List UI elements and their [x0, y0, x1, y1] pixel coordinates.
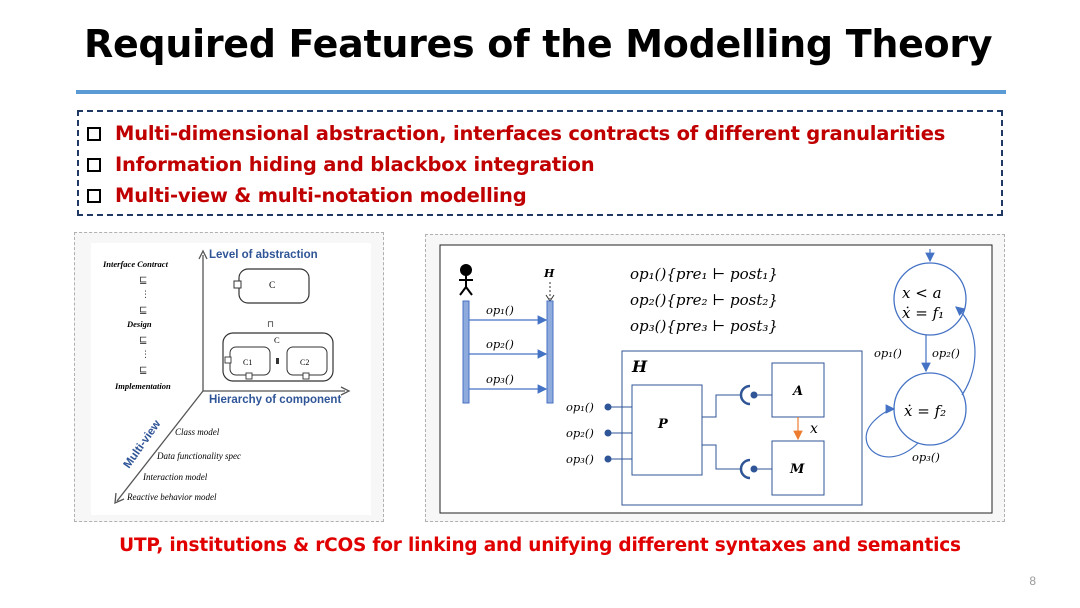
- transition-op3-self-loop: [865, 404, 919, 458]
- component-p-box: [631, 384, 703, 476]
- view-interaction-label: Interaction model: [142, 472, 208, 482]
- feature-item: Multi-dimensional abstraction, interface…: [87, 118, 1001, 149]
- feature-item: Information hiding and blackbox integrat…: [87, 149, 1001, 180]
- view-axis: [116, 390, 204, 502]
- refinement-symbol-icon: ⊑: [139, 365, 147, 376]
- transition-op1-label: op₁(): [874, 346, 902, 360]
- component-m-box: [771, 440, 825, 496]
- interface-port-icon: [224, 356, 232, 364]
- level-interface-label: Interface Contract: [102, 259, 169, 269]
- refinement-symbol-icon: ⊓: [267, 320, 274, 330]
- state-1-flow: ẋ = f₁: [902, 304, 944, 322]
- abstraction-diagram: Level of abstraction Hierarchy of compon…: [91, 243, 371, 515]
- refinement-symbol-icon: ⊑: [139, 275, 147, 286]
- slide-title: Required Features of the Modelling Theor…: [84, 22, 993, 66]
- connector-p-a: [702, 394, 742, 418]
- features-box: Multi-dimensional abstraction, interface…: [77, 110, 1003, 216]
- port-op1-icon: [604, 403, 612, 411]
- level-design-label: Design: [126, 319, 152, 329]
- port-op3-icon: [604, 455, 612, 463]
- interface-port-icon: [245, 372, 253, 380]
- component-axis-arrow-icon: [340, 386, 351, 396]
- component-axis-label: Hierarchy of component: [209, 394, 341, 406]
- component-a-box: [771, 362, 825, 418]
- footer-statement: UTP, institutions & rCOS for linking and…: [119, 535, 961, 556]
- component-c-label: C: [269, 281, 275, 291]
- component-c2-label: C2: [300, 358, 309, 367]
- component-c-composite-label: C: [274, 335, 280, 345]
- connector-icon: [276, 358, 279, 364]
- required-interface-icon: [739, 458, 751, 480]
- actor-lifeline-bar: [462, 300, 470, 404]
- abstraction-axis-label: Level of abstraction: [209, 249, 318, 261]
- feature-text: Multi-view & multi-notation modelling: [115, 184, 527, 207]
- transition-op2-label: op₂(): [932, 346, 960, 360]
- message-op3-label: op₃(): [486, 372, 514, 386]
- feature-text: Information hiding and blackbox integrat…: [115, 153, 595, 176]
- view-reactive-label: Reactive behavior model: [126, 492, 217, 502]
- component-p-label: P: [657, 417, 669, 432]
- ellipsis-icon: ⋮: [141, 350, 150, 360]
- level-implementation-label: Implementation: [114, 381, 171, 391]
- view-class-label: Class model: [175, 427, 220, 437]
- port-op3-label: op₃(): [566, 452, 594, 466]
- required-interface-icon: [739, 384, 751, 406]
- provided-interface-icon: [750, 465, 758, 473]
- contract-op1: op₁(){pre₁ ⊢ post₁}: [630, 265, 778, 283]
- provided-interface-icon: [750, 391, 758, 399]
- transition-op3-label: op₃(): [912, 450, 940, 464]
- checkbox-bullet-icon: [87, 157, 101, 172]
- refinement-symbol-icon: ⊑: [139, 335, 147, 346]
- ellipsis-icon: ⋮: [141, 290, 150, 300]
- feature-text: Multi-dimensional abstraction, interface…: [115, 122, 946, 145]
- abstraction-axis-arrow-icon: [198, 249, 208, 260]
- refinement-symbol-icon: ⊑: [139, 305, 147, 316]
- interface-port-icon: [233, 280, 242, 289]
- title-underline: [76, 90, 1006, 94]
- port-op2-label: op₂(): [566, 426, 594, 440]
- transition-op2-arrow: [955, 306, 976, 396]
- multiview-diagram: H op₁() op₂() op₃() op₁(){pre₁ ⊢ post₁} …: [439, 244, 993, 514]
- contract-op2: op₂(){pre₂ ⊢ post₂}: [630, 291, 778, 309]
- state-1-guard: x < a: [902, 284, 942, 302]
- message-op2-label: op₂(): [486, 337, 514, 351]
- abstraction-diagram-panel: Level of abstraction Hierarchy of compon…: [74, 232, 384, 522]
- component-c1-label: C1: [243, 358, 252, 367]
- checkbox-bullet-icon: [87, 126, 101, 141]
- state-1: [893, 262, 967, 336]
- view-data-label: Data functionality spec: [156, 451, 241, 461]
- view-axis-arrow-icon: [114, 492, 125, 505]
- port-op1-label: op₁(): [566, 400, 594, 414]
- state-2-flow: ẋ = f₂: [904, 402, 946, 420]
- component-a-label: A: [791, 384, 803, 399]
- component-h-label: H: [631, 357, 648, 376]
- checkbox-bullet-icon: [87, 188, 101, 203]
- port-op2-icon: [604, 429, 612, 437]
- lifeline-h-label: H: [543, 267, 555, 280]
- multiview-diagram-panel: H op₁() op₂() op₃() op₁(){pre₁ ⊢ post₁} …: [425, 234, 1005, 522]
- message-op1-label: op₁(): [486, 303, 514, 317]
- contract-op3: op₃(){pre₃ ⊢ post₃}: [630, 317, 778, 335]
- h-lifeline-bar: [546, 300, 554, 404]
- component-m-label: M: [789, 462, 805, 477]
- page-number: 8: [1029, 574, 1036, 588]
- feature-item: Multi-view & multi-notation modelling: [87, 180, 1001, 211]
- connector-p-m: [702, 444, 742, 470]
- actor-icon: [459, 264, 473, 296]
- interface-port-icon: [302, 372, 310, 380]
- data-flow-label: x: [810, 421, 818, 437]
